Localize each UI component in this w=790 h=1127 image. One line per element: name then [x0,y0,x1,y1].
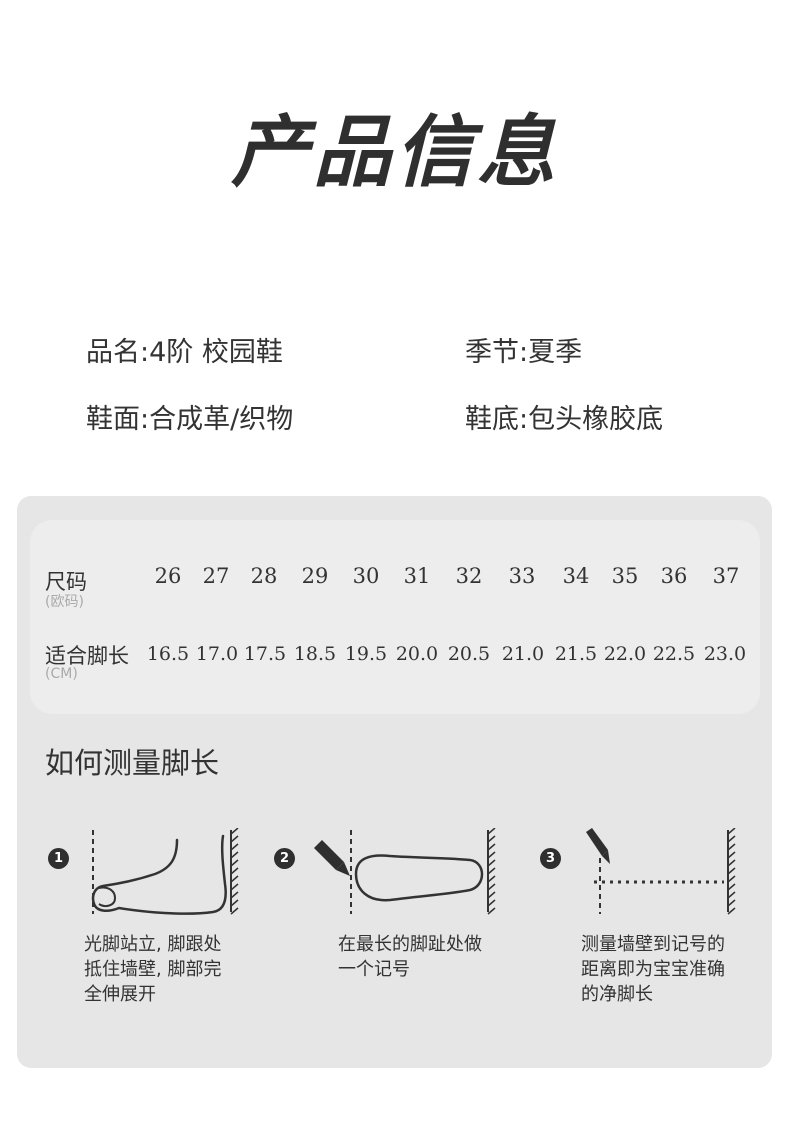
marker-pen-icon [314,840,350,876]
size-cell: 36 [660,564,688,588]
length-cell: 22.5 [652,643,696,665]
measure-title: 如何测量脚长 [45,746,220,780]
product-season: 季节:夏季 [465,337,583,368]
length-cell: 18.5 [293,643,337,665]
marker-pen-icon [586,828,610,864]
length-cell: 19.5 [344,643,388,665]
size-table-card [30,520,760,714]
length-cell: 21.5 [554,643,598,665]
length-cell: 16.5 [146,643,190,665]
size-cell: 32 [455,564,483,588]
size-cell: 28 [250,564,278,588]
size-cell: 29 [301,564,329,588]
length-cell: 20.0 [395,643,439,665]
length-cell: 20.5 [447,643,491,665]
size-cell: 31 [403,564,431,588]
foot-side-icon [91,828,239,915]
length-cell: 23.0 [703,643,747,665]
size-row-sublabel: (欧码) [45,594,84,610]
size-cell: 33 [508,564,536,588]
product-upper: 鞋面:合成革/织物 [86,404,294,435]
ruler-measure-icon [586,828,736,915]
length-cell: 22.0 [603,643,647,665]
size-cell: 37 [712,564,740,588]
product-sole: 鞋底:包头橡胶底 [465,404,664,435]
size-row-label: 尺码 [45,570,87,594]
length-row-label: 适合脚长 [45,644,129,668]
step-2-text: 在最长的脚趾处做 一个记号 [338,934,482,980]
step-1-badge: 1 [48,848,69,869]
step-2-badge: 2 [274,848,295,869]
step-3-text: 测量墙壁到记号的 距离即为宝宝准确 的净脚长 [581,934,725,1005]
page-title: 产品信息 [230,108,559,198]
length-cell: 17.0 [195,643,239,665]
size-cell: 26 [154,564,182,588]
length-cell: 17.5 [243,643,287,665]
size-cell: 35 [611,564,639,588]
size-cell: 30 [352,564,380,588]
size-cell: 27 [202,564,230,588]
step-3-badge: 3 [540,848,561,869]
size-cell: 34 [562,564,590,588]
product-name: 品名:4阶 校园鞋 [86,337,283,368]
length-row-sublabel: (CM) [45,666,78,682]
foot-top-icon [314,828,496,915]
length-cell: 21.0 [501,643,545,665]
step-1-text: 光脚站立, 脚跟处 抵住墙壁, 脚部完 全伸展开 [84,934,222,1005]
